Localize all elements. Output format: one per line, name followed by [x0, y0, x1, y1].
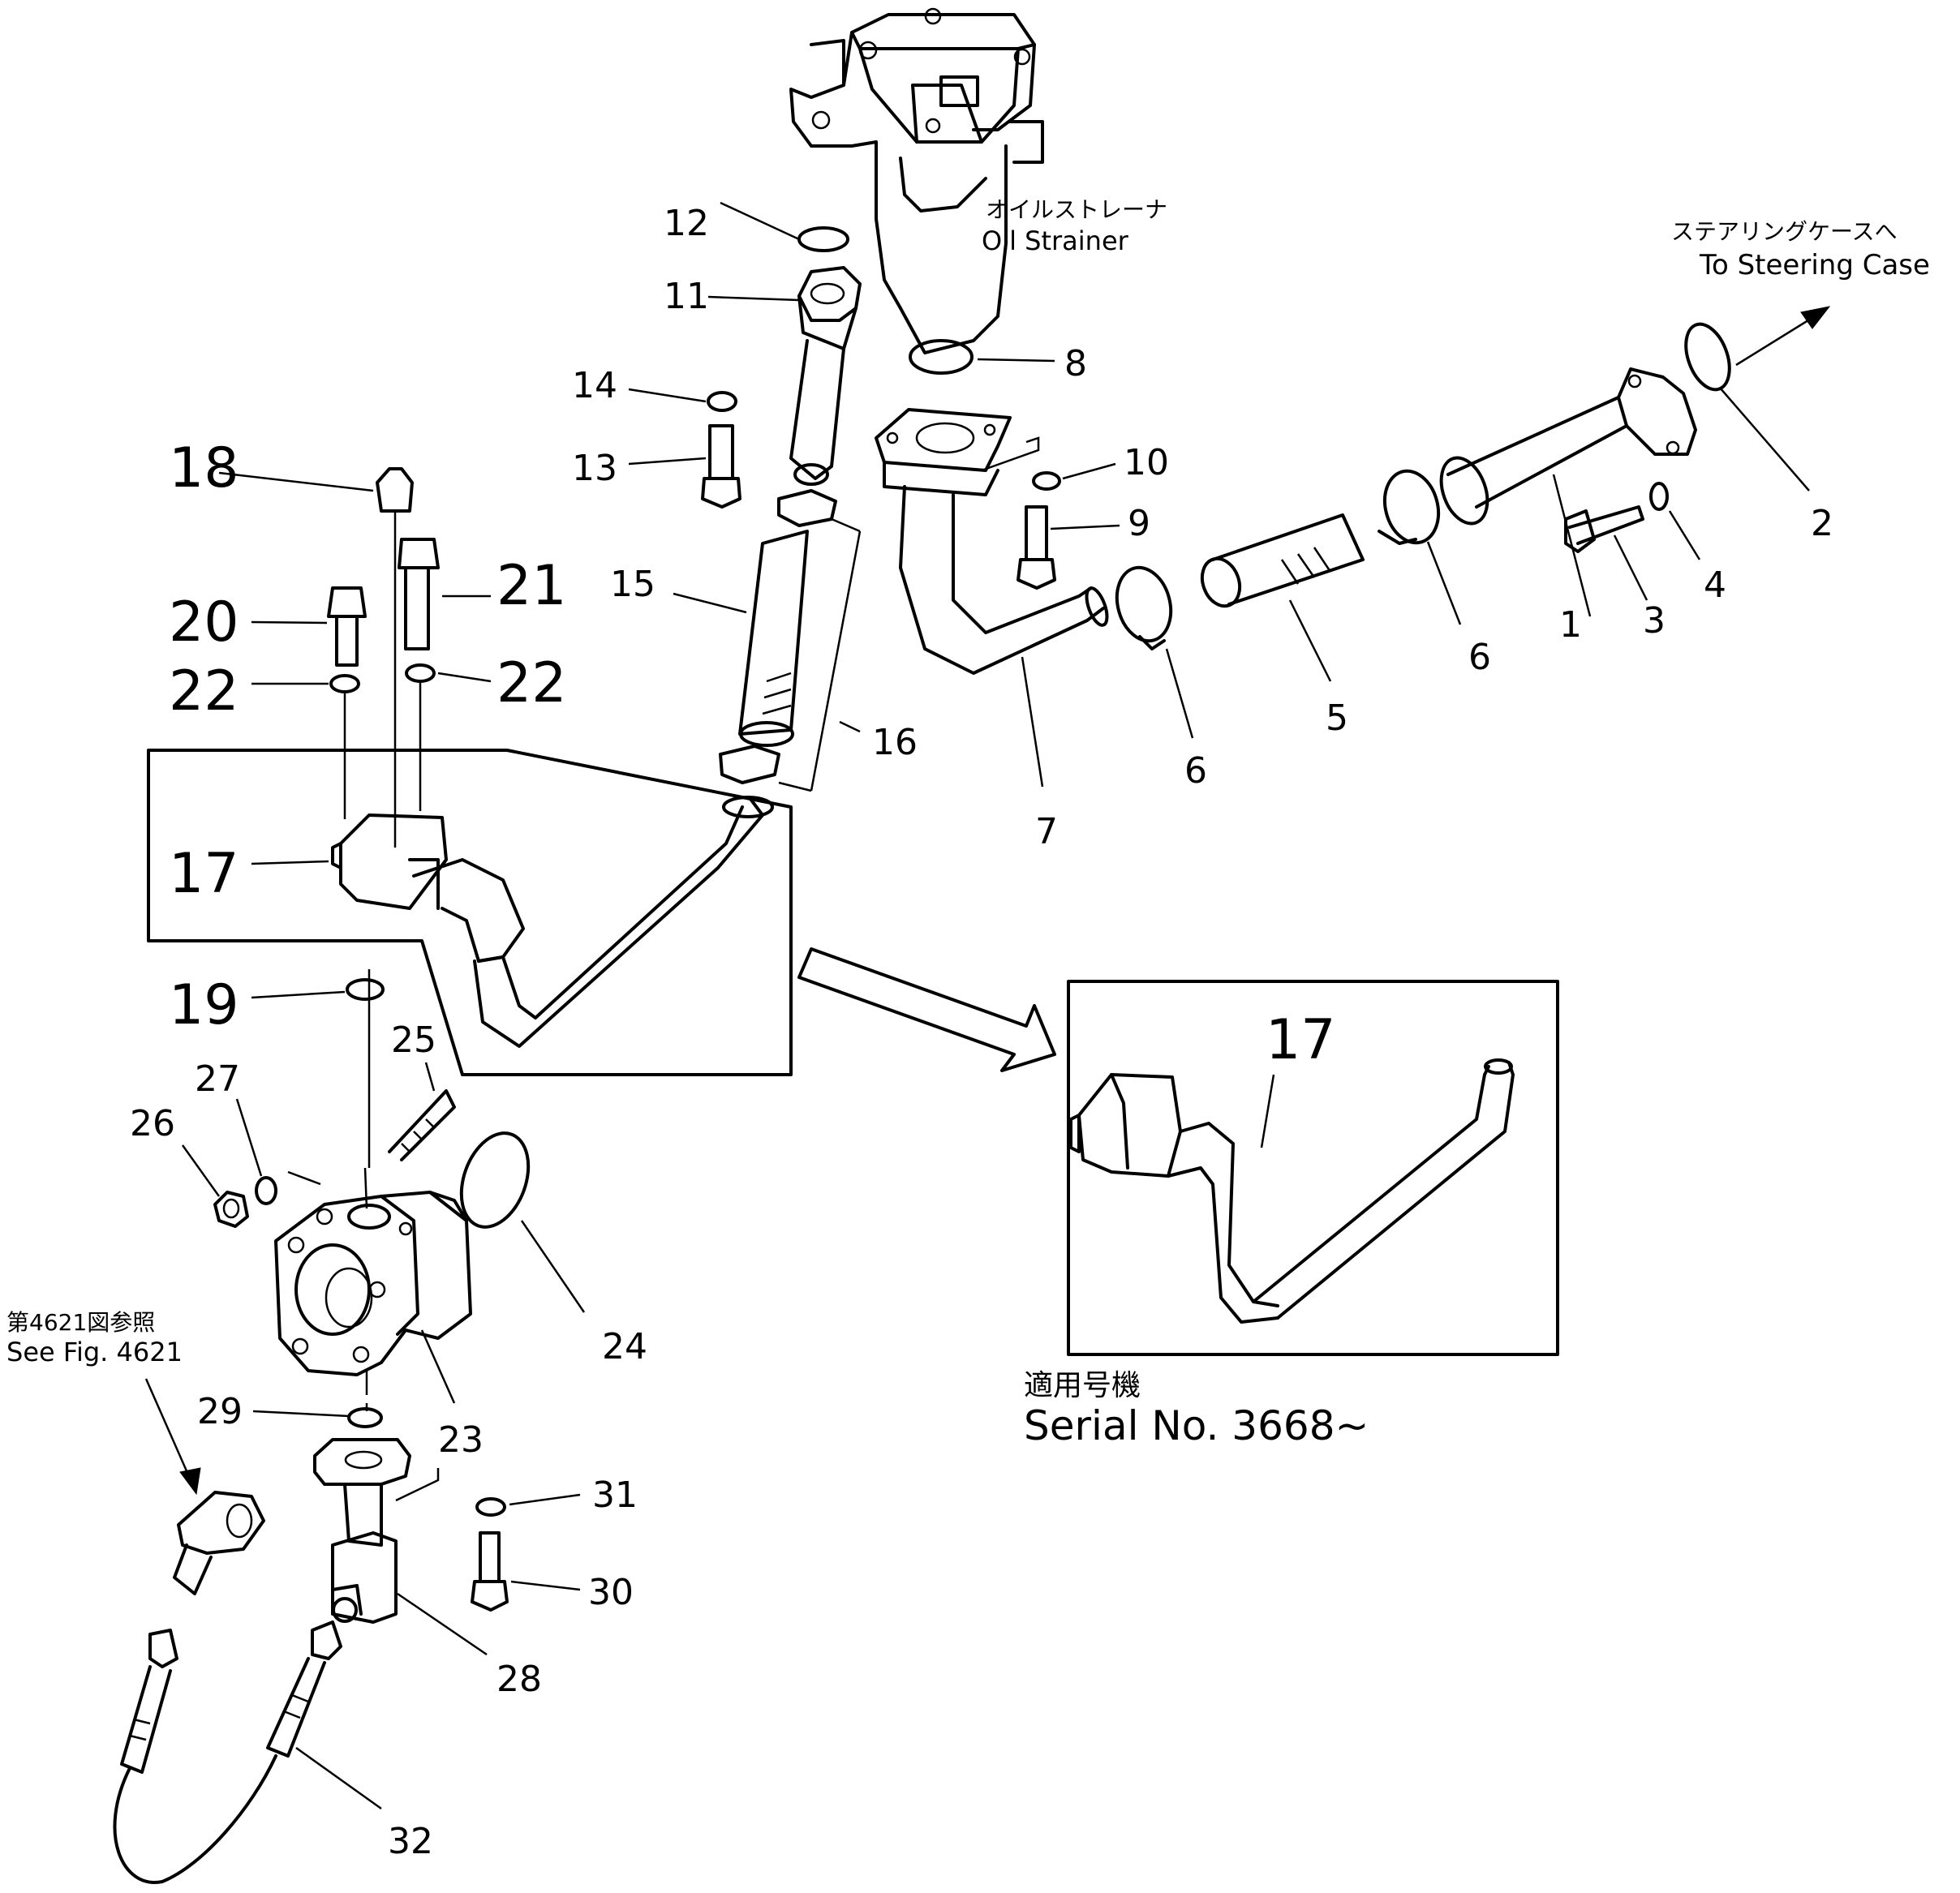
part-9-bolt [1017, 505, 1056, 590]
part-5-hose [1200, 513, 1365, 608]
part-29-oring [347, 1407, 383, 1428]
callout-8: 8 [1064, 343, 1087, 384]
callout-1: 1 [1559, 604, 1582, 646]
callout-28: 28 [496, 1659, 542, 1700]
callout-6a: 6 [1468, 637, 1491, 678]
oil-strainer-jp: オイルストレーナ [986, 196, 1167, 223]
part-6-clamp-right [1378, 469, 1441, 545]
part-16-clamp-top [777, 489, 837, 527]
see-fig-en: See Fig. 4621 [6, 1337, 183, 1367]
detail-box-serial [1067, 980, 1559, 1356]
to-steering-arrow [1735, 306, 1831, 367]
part-28-elbow [313, 1438, 411, 1624]
callout-14: 14 [572, 365, 617, 406]
callout-6b: 6 [1184, 750, 1207, 792]
callout-19: 19 [169, 973, 239, 1037]
callout-22b: 22 [496, 651, 567, 715]
part-25-stud [388, 1089, 456, 1161]
part-2-oring [1684, 322, 1731, 392]
callout-15: 15 [610, 564, 655, 605]
callout-12: 12 [664, 203, 709, 244]
callout-24: 24 [602, 1326, 647, 1367]
see-fig-jp: 第4621図参照 [6, 1309, 155, 1336]
part-22-washer-left [329, 674, 360, 693]
callout-20: 20 [169, 590, 239, 655]
steering-case-en: To Steering Case [1699, 249, 1930, 281]
callout-9: 9 [1128, 503, 1150, 544]
see-fig-arrow [144, 1378, 201, 1496]
part-16-clamp-bottom [719, 745, 780, 784]
detail-arrow [797, 947, 1056, 1072]
part-15-hose [738, 530, 809, 747]
callout-21: 21 [496, 554, 567, 618]
callout-16: 16 [872, 722, 918, 763]
part-23-pump [274, 1167, 472, 1376]
part-7-pipe [875, 408, 1109, 675]
part-11-elbow [789, 266, 862, 486]
oil-strainer [789, 7, 1044, 354]
callout-11: 11 [664, 276, 709, 317]
part-14-washer [707, 391, 737, 412]
callout-23: 23 [438, 1419, 484, 1461]
callout-31: 31 [592, 1474, 638, 1516]
part-19-oring [346, 978, 385, 1001]
callout-17b: 17 [1266, 1008, 1336, 1072]
oil-strainer-en: Oil Strainer [982, 225, 1129, 256]
callout-29: 29 [197, 1391, 243, 1432]
part-1-sleeve [1439, 456, 1489, 526]
part-6-clamp-left [1115, 565, 1173, 650]
part-17-new-pipe [1069, 1058, 1515, 1324]
callout-32: 32 [388, 1821, 433, 1862]
bracket-16 [778, 517, 862, 792]
callout-2: 2 [1811, 503, 1833, 544]
part-26-nut [213, 1191, 249, 1228]
part-8-oring [909, 339, 974, 375]
part-32-hose [113, 1620, 342, 1884]
part-30-bolt [471, 1531, 509, 1612]
callout-13: 13 [572, 448, 617, 489]
part-12-oring [797, 226, 849, 252]
callout-7: 7 [1035, 811, 1058, 852]
part-24-oring [459, 1131, 531, 1229]
serial-en: Serial No. 3668~ [1024, 1402, 1369, 1449]
part-13-bolt [701, 424, 741, 509]
steering-case-jp: ステアリングケースへ [1671, 218, 1898, 245]
part-4-washer [1649, 482, 1669, 511]
part-18-breather [376, 467, 414, 848]
callout-10: 10 [1124, 442, 1169, 483]
leaders [181, 201, 1810, 1810]
part-22-washer-right [405, 663, 436, 683]
callout-18: 18 [169, 436, 239, 500]
callout-25: 25 [391, 1019, 436, 1061]
ref-fitting [173, 1491, 265, 1595]
detail-box-17 [147, 749, 793, 1076]
callout-4: 4 [1704, 564, 1726, 606]
callout-3: 3 [1643, 600, 1666, 642]
part-1-pipe [1446, 367, 1697, 509]
callout-17a: 17 [169, 842, 239, 906]
callout-5: 5 [1326, 698, 1348, 739]
callout-27: 27 [195, 1058, 240, 1100]
callout-30: 30 [588, 1572, 634, 1613]
part-31-washer [475, 1497, 506, 1517]
callout-26: 26 [130, 1103, 175, 1144]
part-21-bolt [398, 538, 440, 650]
callout-22a: 22 [169, 659, 239, 723]
part-3-bolt [1564, 505, 1644, 553]
part-10-washer [1032, 471, 1061, 491]
part-27-washer [255, 1176, 277, 1205]
serial-jp: 適用号機 [1024, 1369, 1141, 1402]
callout-numbers: 1 2 3 4 5 6 6 7 8 9 10 11 12 13 14 15 16… [130, 203, 1833, 1862]
part-17-elbow-pipe [331, 796, 774, 1048]
part-20-bolt [327, 586, 367, 667]
